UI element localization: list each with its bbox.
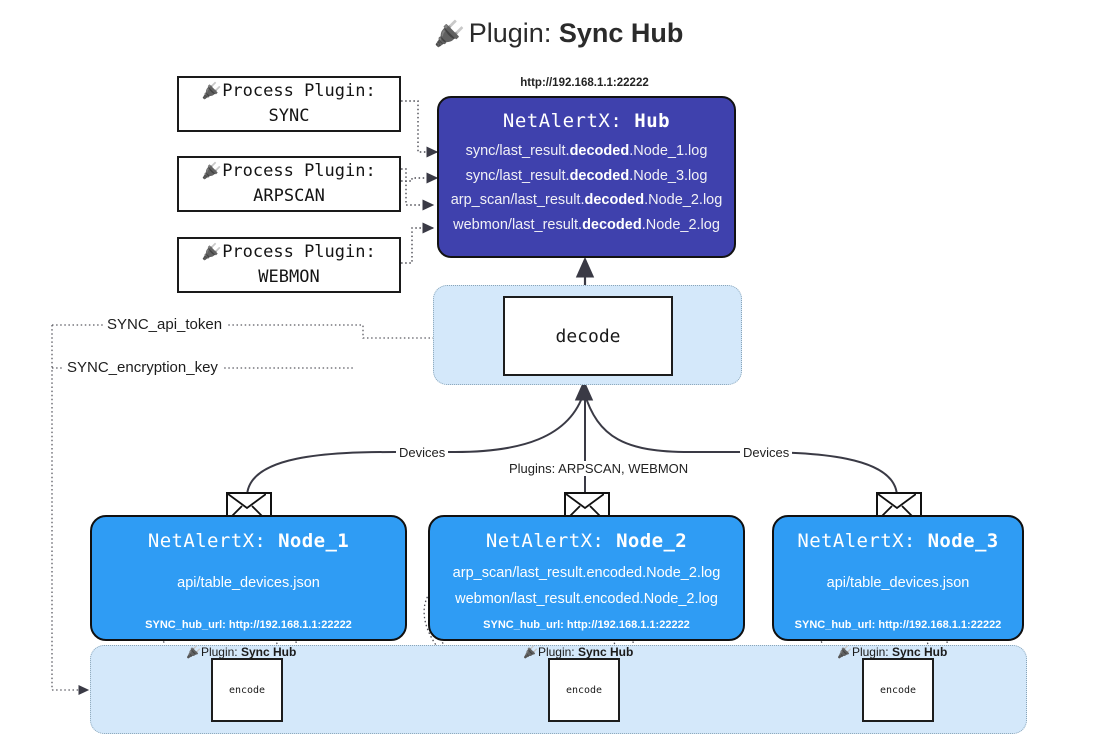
plug-icon: 🔌	[433, 20, 465, 48]
plug-icon: 🔌	[202, 161, 223, 181]
plug-icon: 🔌	[523, 645, 538, 659]
plug-icon: 🔌	[202, 81, 223, 101]
hub-node[interactable]: NetAlertX: Hub sync/last_result.decoded.…	[437, 96, 736, 258]
node-3[interactable]: NetAlertX: Node_3 api/table_devices.json…	[772, 515, 1024, 641]
node-line: api/table_devices.json	[177, 575, 320, 591]
encode-box-2[interactable]: encode	[548, 658, 620, 722]
plug-icon: 🔌	[837, 645, 852, 659]
decode-box[interactable]: decode	[503, 296, 673, 376]
node-2[interactable]: NetAlertX: Node_2 arp_scan/last_result.e…	[428, 515, 745, 641]
plug-icon: 🔌	[202, 242, 223, 262]
process-plugin-name: ARPSCAN	[253, 186, 325, 206]
process-plugin-sync[interactable]: 🔌Process Plugin: SYNC	[177, 76, 401, 132]
hub-log-line: arp_scan/last_result.decoded.Node_2.log	[450, 192, 723, 208]
hub-log-line: webmon/last_result.decoded.Node_2.log	[453, 216, 720, 233]
title-name: Sync Hub	[558, 18, 684, 48]
node-hub-url: SYNC_hub_url: http://192.168.1.1:22222	[145, 619, 352, 631]
hub-log-list: sync/last_result.decoded.Node_1.log sync…	[439, 139, 734, 237]
encode-box-3[interactable]: encode	[862, 658, 934, 722]
encode-plugin-label-3: 🔌Plugin: Sync Hub	[837, 645, 948, 659]
node-line: api/table_devices.json	[826, 575, 970, 591]
hub-url-label: http://192.168.1.1:22222	[520, 77, 649, 89]
plug-icon: 🔌	[186, 645, 201, 659]
node-title: NetAlertX: Node_2	[485, 530, 688, 552]
edge-label-plugins-center: Plugins: ARPSCAN, WEBMON	[506, 461, 692, 476]
node-1[interactable]: NetAlertX: Node_1 api/table_devices.json…	[90, 515, 407, 641]
hub-title-prefix: NetAlertX:	[502, 110, 623, 132]
hub-log-line: sync/last_result.decoded.Node_3.log	[465, 167, 708, 184]
process-plugin-name: WEBMON	[258, 267, 320, 287]
sync-encryption-key-label: SYNC_encryption_key	[63, 359, 222, 376]
encode-box-1[interactable]: encode	[211, 658, 283, 722]
hub-title-name: Hub	[634, 110, 671, 132]
node-title: NetAlertX: Node_3	[797, 530, 999, 552]
node-hub-url: SYNC_hub_url: http://192.168.1.1:22222	[483, 619, 690, 631]
node-title: NetAlertX: Node_1	[147, 530, 350, 552]
process-plugin-arpscan[interactable]: 🔌Process Plugin: ARPSCAN	[177, 156, 401, 212]
process-plugin-label: Process Plugin:	[222, 242, 376, 263]
process-plugin-name: SYNC	[268, 106, 310, 126]
encode-plugin-label-2: 🔌Plugin: Sync Hub	[523, 645, 634, 659]
encode-plugin-label-1: 🔌Plugin: Sync Hub	[186, 645, 297, 659]
hub-title: NetAlertX: Hub	[439, 110, 734, 132]
node-hub-url: SYNC_hub_url: http://192.168.1.1:22222	[794, 619, 1002, 631]
node-line: webmon/last_result.encoded.Node_2.log	[455, 591, 718, 607]
process-plugin-label: Process Plugin:	[222, 81, 376, 102]
edge-label-devices-left: Devices	[396, 445, 449, 460]
hub-log-line: sync/last_result.decoded.Node_1.log	[465, 143, 708, 159]
process-plugin-webmon[interactable]: 🔌Process Plugin: WEBMON	[177, 237, 401, 293]
title-prefix: Plugin:	[468, 18, 552, 48]
node-line: arp_scan/last_result.encoded.Node_2.log	[452, 565, 721, 581]
process-plugin-label: Process Plugin:	[222, 161, 376, 182]
edge-label-devices-right: Devices	[740, 445, 793, 460]
page-title: 🔌Plugin: Sync Hub	[0, 18, 1117, 49]
sync-api-token-label: SYNC_api_token	[103, 316, 227, 333]
